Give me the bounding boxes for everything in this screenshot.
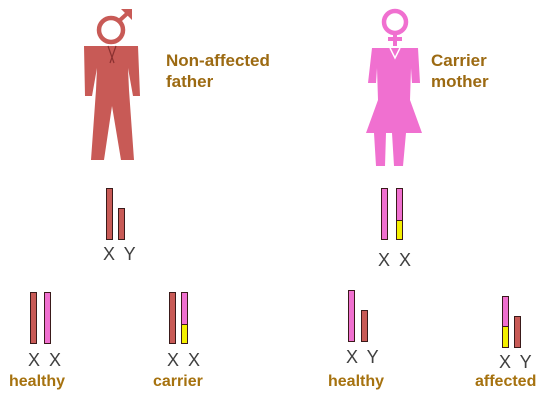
child2-chromosome-letters: X X (167, 350, 202, 370)
child2-x-chromosome-maternal (181, 292, 188, 344)
child2-x-chromosome-paternal (169, 292, 176, 344)
father-chromosome-letters: X Y (103, 244, 138, 264)
child3-chromosome-letters: X Y (346, 347, 381, 367)
mother-label: Carrier mother (431, 50, 489, 92)
mother-figure (350, 8, 440, 168)
father-label: Non-affected father (166, 50, 270, 92)
child4-label: affected (475, 372, 536, 392)
mother-x-chromosome-normal (381, 188, 388, 240)
mutation-segment (503, 326, 508, 347)
child3-label: healthy (328, 372, 384, 392)
mother-label-line2: mother (431, 71, 489, 92)
mother-body (366, 48, 422, 166)
father-label-line1: Non-affected (166, 50, 270, 71)
child3-y-chromosome (361, 310, 368, 342)
child3-x-chromosome (348, 290, 355, 342)
child4-chromosome-letters: X Y (499, 352, 534, 372)
male-symbol-icon (99, 9, 132, 42)
child1-x-chromosome-maternal (44, 292, 51, 344)
child2-label: carrier (153, 372, 203, 392)
mutation-segment (397, 220, 402, 239)
mother-x-chromosome-carrier (396, 188, 403, 240)
child4-x-chromosome (502, 296, 509, 348)
mutation-segment (182, 324, 187, 343)
child1-chromosome-letters: X X (28, 350, 63, 370)
mother-label-line1: Carrier (431, 50, 489, 71)
child1-x-chromosome-paternal (30, 292, 37, 344)
father-body (84, 46, 140, 160)
father-label-line2: father (166, 71, 270, 92)
female-symbol-icon (384, 11, 406, 46)
father-figure (70, 8, 160, 163)
father-y-chromosome (118, 208, 125, 240)
child1-label: healthy (9, 372, 65, 392)
father-x-chromosome (106, 188, 113, 240)
mother-chromosome-letters: X X (378, 250, 413, 270)
child4-y-chromosome (514, 316, 521, 348)
